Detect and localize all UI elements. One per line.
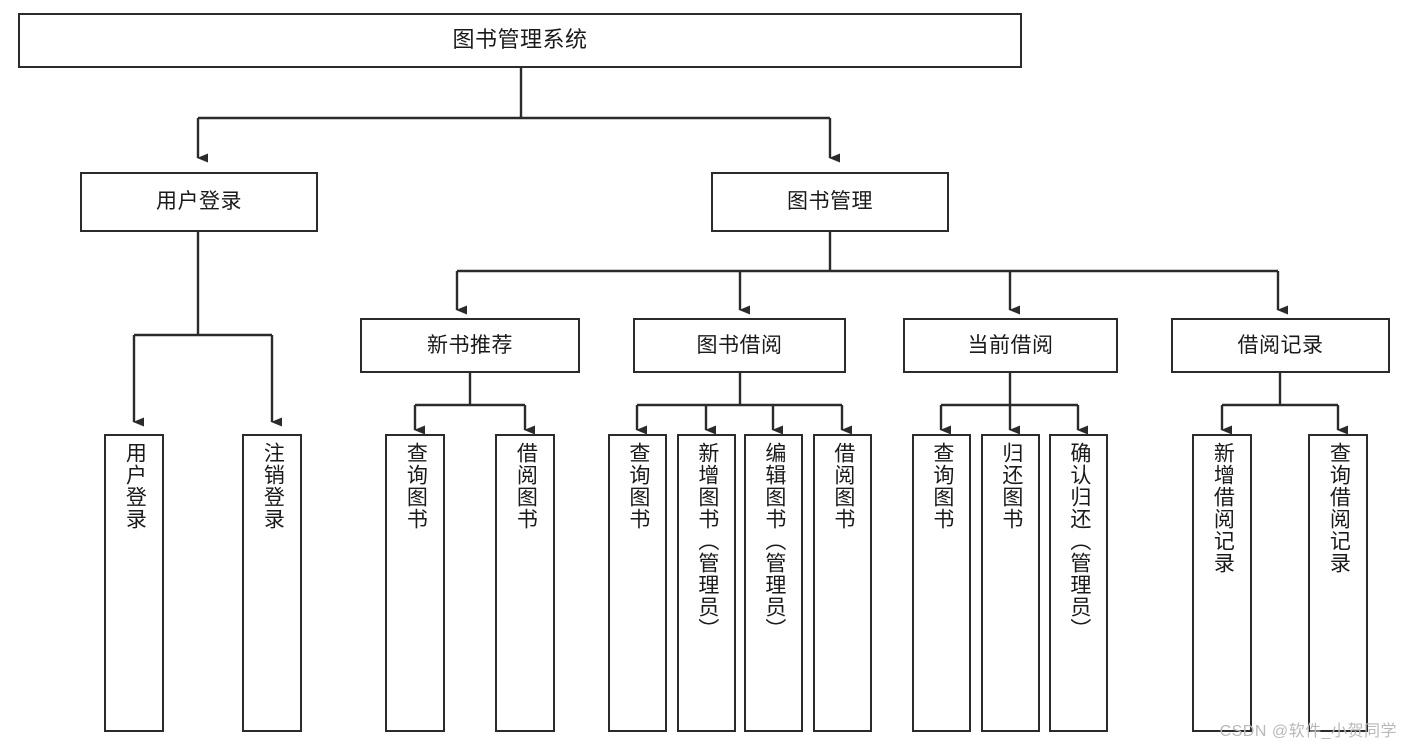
node-label: 借阅图书 bbox=[514, 442, 538, 530]
node-label: 借阅记录 bbox=[1237, 333, 1324, 357]
leaf-query-book-borrow[interactable]: 查询图书 bbox=[608, 434, 667, 732]
node-label: 当前借阅 bbox=[967, 333, 1054, 357]
node-label: 编辑图书（管理员） bbox=[762, 442, 786, 640]
node-book-manage[interactable]: 图书管理 bbox=[711, 172, 949, 232]
node-book-borrow[interactable]: 图书借阅 bbox=[633, 318, 846, 373]
node-label: 借阅图书 bbox=[831, 442, 855, 530]
leaf-query-book-current[interactable]: 查询图书 bbox=[912, 434, 971, 732]
node-current-borrow[interactable]: 当前借阅 bbox=[903, 318, 1118, 373]
node-label: 注销登录 bbox=[261, 442, 285, 530]
leaf-borrow-book[interactable]: 借阅图书 bbox=[813, 434, 872, 732]
leaf-query-book-recommend[interactable]: 查询图书 bbox=[385, 434, 445, 732]
leaf-borrow-book-recommend[interactable]: 借阅图书 bbox=[495, 434, 555, 732]
leaf-edit-book[interactable]: 编辑图书（管理员） bbox=[744, 434, 803, 732]
leaf-user-login[interactable]: 用户登录 bbox=[104, 434, 164, 732]
leaf-add-book[interactable]: 新增图书（管理员） bbox=[677, 434, 736, 732]
leaf-confirm-return[interactable]: 确认归还（管理员） bbox=[1049, 434, 1108, 732]
watermark: CSDN @软件_小贺同学 bbox=[1219, 723, 1397, 740]
leaf-query-borrow-record[interactable]: 查询借阅记录 bbox=[1308, 434, 1368, 732]
node-user-login[interactable]: 用户登录 bbox=[80, 172, 318, 232]
node-label: 用户登录 bbox=[123, 442, 147, 530]
leaf-add-borrow-record[interactable]: 新增借阅记录 bbox=[1192, 434, 1252, 732]
node-label: 新书推荐 bbox=[427, 333, 513, 357]
node-label: 新增图书（管理员） bbox=[695, 442, 719, 640]
leaf-return-book[interactable]: 归还图书 bbox=[981, 434, 1040, 732]
node-label: 查询图书 bbox=[626, 442, 650, 530]
node-label: 归还图书 bbox=[999, 442, 1023, 530]
node-label: 确认归还（管理员） bbox=[1067, 442, 1091, 640]
node-label: 图书借阅 bbox=[696, 333, 783, 357]
node-label: 查询借阅记录 bbox=[1327, 442, 1351, 574]
node-label: 查询图书 bbox=[930, 442, 954, 530]
leaf-logout-login[interactable]: 注销登录 bbox=[242, 434, 302, 732]
node-root-system[interactable]: 图书管理系统 bbox=[18, 13, 1022, 68]
node-borrow-record[interactable]: 借阅记录 bbox=[1171, 318, 1390, 373]
node-label: 查询图书 bbox=[404, 442, 428, 530]
node-new-book-recommend[interactable]: 新书推荐 bbox=[360, 318, 580, 373]
node-label: 新增借阅记录 bbox=[1211, 442, 1235, 574]
node-label: 用户登录 bbox=[156, 190, 242, 214]
node-label: 图书管理 bbox=[787, 190, 873, 214]
node-label: 图书管理系统 bbox=[452, 27, 588, 53]
